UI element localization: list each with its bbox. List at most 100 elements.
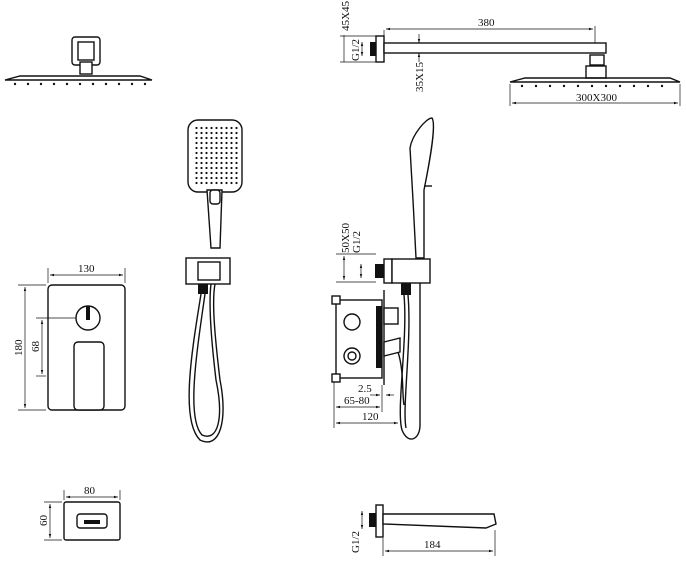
nozzle-dot <box>200 131 203 135</box>
nozzle-dot <box>195 141 198 145</box>
nozzle-dot <box>220 161 223 165</box>
nozzle-dot <box>205 146 208 150</box>
valve-side-view: 50X50 G1/2 2.5 65-80 120 <box>331 117 435 440</box>
nozzle-dot <box>195 136 198 140</box>
nozzle-dot <box>200 161 203 165</box>
spout-length-label: 184 <box>424 539 441 551</box>
nozzle-dot <box>660 84 664 88</box>
nozzle-dot <box>200 166 203 170</box>
nozzle-dot <box>195 156 198 160</box>
spout-width-label: 80 <box>84 485 96 497</box>
nozzle-dot <box>215 156 218 160</box>
nozzle-dot <box>235 126 238 130</box>
arm-section-label: 35X15 <box>414 62 426 92</box>
nozzle-dot <box>195 176 198 180</box>
nozzle-dot <box>39 82 43 86</box>
nozzle-dot <box>230 181 233 185</box>
holder-thread-label: G1/2 <box>351 231 363 253</box>
nozzle-dot <box>210 166 213 170</box>
nozzle-dot <box>205 171 208 175</box>
nozzle-dot <box>235 181 238 185</box>
nozzle-dot <box>220 151 223 155</box>
spout-front-view: 80 60 <box>38 485 121 541</box>
nozzle-dot <box>200 151 203 155</box>
valve-plate-front-view: 130 180 68 <box>13 263 126 411</box>
nozzle-dot <box>646 84 650 88</box>
nozzle-dot <box>220 166 223 170</box>
nozzle-dot <box>220 131 223 135</box>
nozzle-dot <box>200 141 203 145</box>
nozzle-dot <box>230 151 233 155</box>
nozzle-dot <box>520 84 524 88</box>
nozzle-dot <box>230 156 233 160</box>
nozzle-dot <box>235 131 238 135</box>
nozzle-dot <box>604 84 608 88</box>
nozzle-dot <box>220 146 223 150</box>
nozzle-dot <box>215 176 218 180</box>
nozzle-dot <box>205 126 208 130</box>
nozzle-dot <box>52 82 56 86</box>
plate-width-label: 130 <box>78 263 95 275</box>
nozzle-dot <box>215 161 218 165</box>
nozzle-dot <box>130 82 134 86</box>
holder-size-label: 50X50 <box>340 223 352 253</box>
nozzle-dot <box>225 146 228 150</box>
nozzle-dot <box>225 141 228 145</box>
nozzle-dot <box>210 171 213 175</box>
nozzle-dot <box>210 126 213 130</box>
nozzle-dot <box>205 151 208 155</box>
nozzle-dot <box>195 146 198 150</box>
nozzle-dot <box>215 151 218 155</box>
nozzle-dot <box>225 166 228 170</box>
nozzle-dot <box>230 146 233 150</box>
nozzle-dot <box>195 131 198 135</box>
nozzle-dot <box>235 176 238 180</box>
nozzle-dot <box>220 136 223 140</box>
nozzle-dot <box>215 131 218 135</box>
nozzle-dot <box>220 156 223 160</box>
nozzle-dot <box>632 84 636 88</box>
nozzle-dot <box>225 131 228 135</box>
nozzle-dot <box>215 136 218 140</box>
nozzle-dot <box>91 82 95 86</box>
nozzle-dot <box>215 171 218 175</box>
nozzle-dot <box>210 156 213 160</box>
flange-size-label: 45X45 <box>340 1 352 31</box>
nozzle-dot <box>220 171 223 175</box>
hand-shower-front-view <box>185 119 243 443</box>
nozzle-dot <box>210 176 213 180</box>
spout-height-label: 60 <box>38 515 50 527</box>
nozzle-dot <box>205 166 208 170</box>
nozzle-dot <box>220 176 223 180</box>
nozzle-dot <box>215 181 218 185</box>
shower-head-front-view <box>4 36 153 86</box>
plate-gap-label: 2.5 <box>358 383 372 395</box>
nozzle-dot <box>195 151 198 155</box>
nozzle-dot <box>215 126 218 130</box>
nozzle-dot <box>220 126 223 130</box>
nozzle-dot <box>195 126 198 130</box>
nozzle-dot <box>143 82 147 86</box>
nozzle-dot <box>210 181 213 185</box>
arm-thread-label: G1/2 <box>350 39 362 61</box>
nozzle-dot <box>230 171 233 175</box>
nozzle-dot <box>235 151 238 155</box>
nozzle-dot <box>230 141 233 145</box>
nozzle-dot <box>210 151 213 155</box>
nozzle-dot <box>13 82 17 86</box>
nozzle-dot <box>215 146 218 150</box>
nozzle-dot <box>210 146 213 150</box>
nozzle-dot <box>205 136 208 140</box>
nozzle-dot <box>618 84 622 88</box>
nozzle-dot <box>26 82 30 86</box>
nozzle-dot <box>590 84 594 88</box>
nozzle-dot <box>215 141 218 145</box>
plate-height-label: 180 <box>13 339 25 356</box>
nozzle-dot <box>220 181 223 185</box>
wall-depth-label: 65-80 <box>344 395 370 407</box>
nozzle-dot <box>235 146 238 150</box>
nozzle-dot <box>235 161 238 165</box>
nozzle-dot <box>200 171 203 175</box>
nozzle-dot <box>225 171 228 175</box>
